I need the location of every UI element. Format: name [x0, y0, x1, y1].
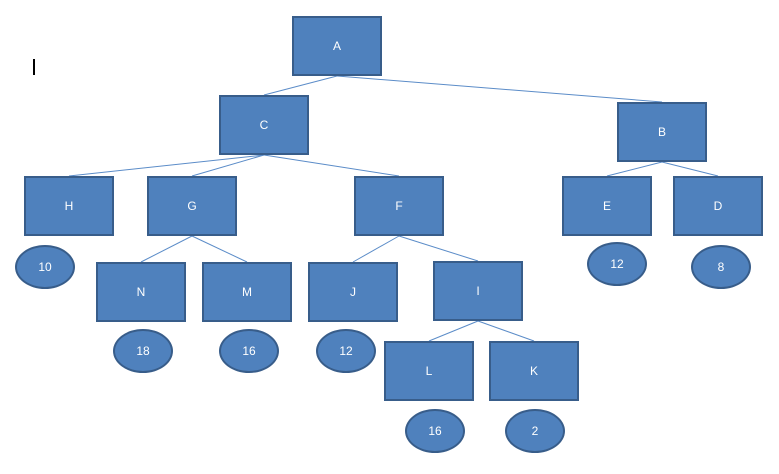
node-b: B	[617, 102, 707, 162]
leaf-value-e: 12	[587, 242, 647, 286]
edge-a-b	[336, 75, 663, 103]
leaf-value-n: 18	[113, 329, 173, 373]
edge-c-h	[68, 154, 265, 177]
edge-f-i	[398, 235, 479, 262]
edge-a-c	[263, 75, 338, 96]
text-cursor	[33, 59, 35, 75]
node-n: N	[96, 262, 186, 322]
leaf-value-h: 10	[15, 245, 75, 289]
edge-i-l	[428, 320, 479, 342]
node-c: C	[219, 95, 309, 155]
leaf-value-j: 12	[316, 329, 376, 373]
edge-b-d	[661, 161, 719, 177]
edge-c-f	[263, 154, 400, 177]
node-g: G	[147, 176, 237, 236]
leaf-value-d: 8	[691, 245, 751, 289]
node-e: E	[562, 176, 652, 236]
node-k: K	[489, 341, 579, 401]
edge-c-g	[191, 154, 265, 177]
node-j: J	[308, 262, 398, 322]
leaf-value-k: 2	[505, 409, 565, 453]
node-m: M	[202, 262, 292, 322]
node-h: H	[24, 176, 114, 236]
edge-f-j	[352, 235, 400, 263]
node-a: A	[292, 16, 382, 76]
node-d: D	[673, 176, 763, 236]
leaf-value-m: 16	[219, 329, 279, 373]
node-l: L	[384, 341, 474, 401]
edge-i-k	[477, 320, 535, 342]
node-i: I	[433, 261, 523, 321]
leaf-value-l: 16	[405, 409, 465, 453]
edge-g-m	[191, 235, 248, 263]
node-f: F	[354, 176, 444, 236]
edge-g-n	[140, 235, 193, 263]
edge-b-e	[606, 161, 663, 177]
